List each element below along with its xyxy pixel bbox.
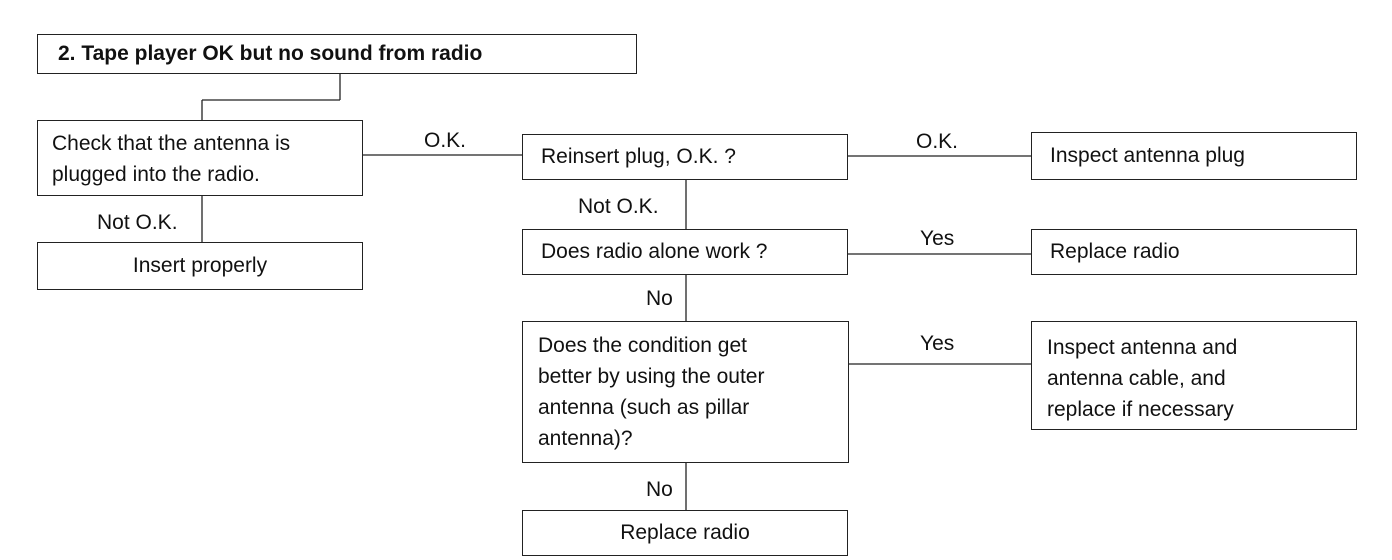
not-ok-label-reinsert: Not O.K. — [578, 195, 659, 218]
yes-label-outer-antenna: Yes — [920, 332, 955, 355]
replace-radio-step-2: Replace radio — [522, 510, 848, 556]
insert-properly-step: Insert properly — [37, 242, 363, 290]
ok-label-reinsert: O.K. — [916, 130, 959, 153]
outer-antenna-question: Does the condition get better by using t… — [522, 321, 849, 463]
ok-label-check: O.K. — [424, 129, 467, 152]
check-antenna-step: Check that the antenna is plugged into t… — [37, 120, 363, 196]
not-ok-label-check: Not O.K. — [97, 211, 178, 234]
replace-radio-step-1: Replace radio — [1031, 229, 1357, 275]
reinsert-plug-question: Reinsert plug, O.K. ? — [522, 134, 848, 180]
flowchart-title: 2. Tape player OK but no sound from radi… — [37, 34, 637, 74]
radio-alone-question: Does radio alone work ? — [522, 229, 848, 275]
yes-label-radio-alone: Yes — [920, 227, 955, 250]
no-label-radio-alone: No — [646, 287, 673, 310]
inspect-antenna-cable-step: Inspect antenna and antenna cable, and r… — [1031, 321, 1357, 430]
no-label-outer-antenna: No — [646, 478, 673, 501]
inspect-antenna-plug-step: Inspect antenna plug — [1031, 132, 1357, 180]
